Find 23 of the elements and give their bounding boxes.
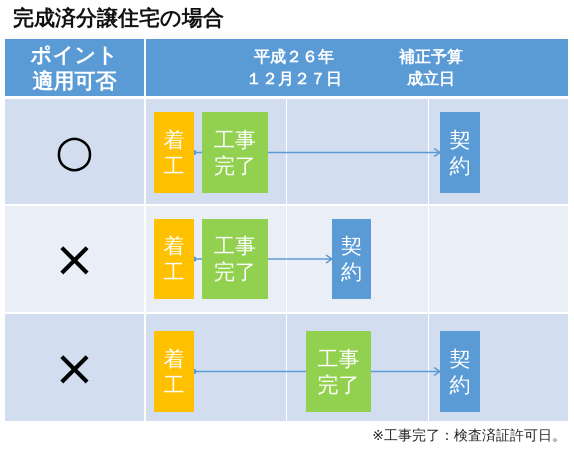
header-text: 補正予算成立日 bbox=[399, 46, 463, 90]
table-cell: × bbox=[5, 206, 144, 312]
connector-line bbox=[191, 150, 202, 156]
step-box: 契約 bbox=[332, 219, 371, 299]
step-box: 契約 bbox=[440, 112, 480, 193]
step-box: 着工 bbox=[154, 112, 194, 193]
title: 完成済分譲住宅の場合 bbox=[13, 5, 224, 31]
connector-line bbox=[191, 256, 202, 262]
header-cell: ポイント適用可否 bbox=[5, 39, 144, 96]
table-cell: ○ bbox=[5, 99, 144, 204]
step-box: 工事完了 bbox=[202, 112, 268, 193]
header-text: 平成２６年１２月２７日 bbox=[246, 46, 342, 90]
step-box: 工事完了 bbox=[202, 219, 268, 299]
step-box: 着工 bbox=[154, 331, 194, 412]
step-box: 契約 bbox=[440, 331, 480, 412]
step-box: 工事完了 bbox=[306, 331, 371, 412]
footnote: ※工事完了：検査済証許可日。 bbox=[372, 427, 566, 446]
connector-line bbox=[191, 368, 306, 374]
arrow bbox=[371, 366, 441, 376]
arrow bbox=[268, 148, 441, 158]
table-cell: × bbox=[5, 314, 144, 421]
arrow bbox=[268, 254, 333, 264]
step-box: 着工 bbox=[154, 219, 194, 299]
